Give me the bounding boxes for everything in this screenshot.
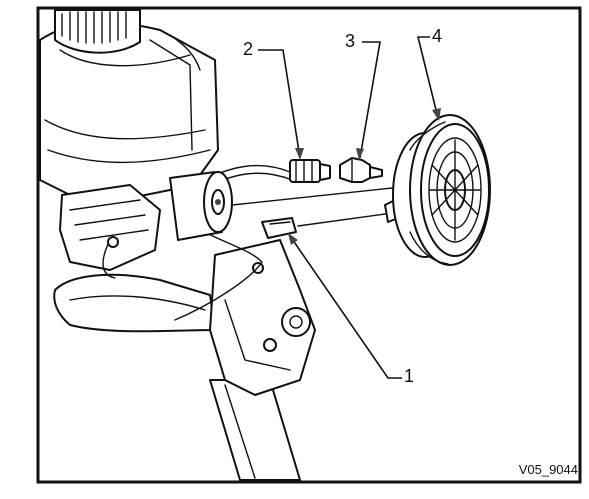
callout-1-leader [289, 235, 402, 379]
part-1-contact-plate [261, 217, 297, 239]
part-2-bulb-socket [289, 159, 331, 183]
callout-group: 2 3 4 1 [243, 26, 442, 386]
alignment-lines [231, 187, 393, 227]
housing-assembly [39, 9, 316, 481]
figure-reference: V05_9044 [519, 462, 578, 477]
callout-4-leader [416, 36, 439, 119]
contact-carrier-cylinder [169, 171, 233, 241]
part-3-bulb [339, 157, 383, 183]
diagram-frame [36, 6, 582, 484]
callout-3-leader [359, 41, 381, 159]
callout-2-label: 2 [243, 39, 253, 59]
callout-3-label: 3 [345, 31, 355, 51]
part-4-horn [384, 114, 491, 266]
callout-2-leader [258, 49, 301, 159]
callout-1-label: 1 [404, 366, 414, 386]
callout-4-label: 4 [432, 26, 442, 46]
